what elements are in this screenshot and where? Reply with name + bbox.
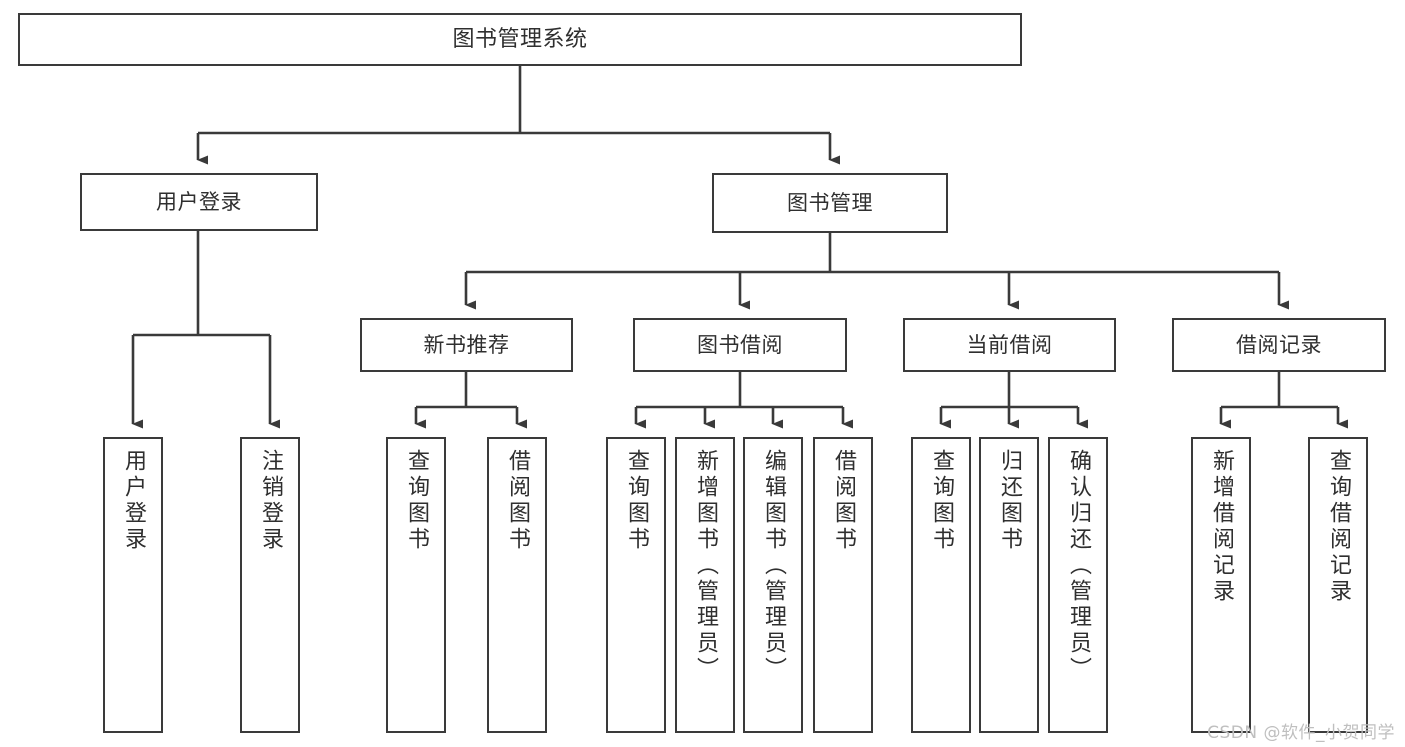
node-leaf-query-book-1[interactable]: 查询图书	[386, 437, 446, 733]
node-leaf-query-record[interactable]: 查询借阅记录	[1308, 437, 1368, 733]
node-current-borrow[interactable]: 当前借阅	[903, 318, 1116, 372]
node-leaf-query-book-3[interactable]: 查询图书	[911, 437, 971, 733]
node-new-book-recommend-label: 新书推荐	[423, 332, 510, 357]
node-book-borrow[interactable]: 图书借阅	[633, 318, 847, 372]
node-leaf-add-record-label: 新增借阅记录	[1209, 449, 1234, 605]
node-leaf-query-book-2-label: 查询图书	[624, 449, 649, 553]
node-borrow-record-label: 借阅记录	[1236, 332, 1322, 357]
node-leaf-logout-login[interactable]: 注销登录	[240, 437, 300, 733]
node-user-login[interactable]: 用户登录	[80, 173, 318, 231]
node-book-borrow-label: 图书借阅	[697, 332, 783, 357]
node-leaf-return-book-label: 归还图书	[997, 449, 1022, 553]
node-leaf-confirm-return-label: 确认归还（管理员）	[1066, 449, 1091, 683]
node-leaf-query-book-2[interactable]: 查询图书	[606, 437, 666, 733]
node-borrow-record[interactable]: 借阅记录	[1172, 318, 1386, 372]
node-leaf-add-book[interactable]: 新增图书（管理员）	[675, 437, 735, 733]
node-leaf-confirm-return[interactable]: 确认归还（管理员）	[1048, 437, 1108, 733]
node-book-manage-label: 图书管理	[787, 190, 873, 215]
node-leaf-edit-book-label: 编辑图书（管理员）	[761, 449, 786, 683]
node-book-manage[interactable]: 图书管理	[712, 173, 948, 233]
node-leaf-add-book-label: 新增图书（管理员）	[693, 449, 718, 683]
node-leaf-borrow-book-1[interactable]: 借阅图书	[487, 437, 547, 733]
node-leaf-user-login[interactable]: 用户登录	[103, 437, 163, 733]
node-user-login-label: 用户登录	[156, 189, 242, 214]
node-root-label: 图书管理系统	[452, 26, 588, 52]
node-leaf-add-record[interactable]: 新增借阅记录	[1191, 437, 1251, 733]
node-current-borrow-label: 当前借阅	[966, 332, 1053, 357]
node-leaf-logout-login-label: 注销登录	[258, 449, 283, 553]
node-leaf-query-book-1-label: 查询图书	[404, 449, 429, 553]
node-leaf-edit-book[interactable]: 编辑图书（管理员）	[743, 437, 803, 733]
node-root[interactable]: 图书管理系统	[18, 13, 1022, 66]
node-leaf-user-login-label: 用户登录	[121, 449, 146, 553]
node-leaf-borrow-book-2-label: 借阅图书	[831, 449, 856, 553]
node-leaf-query-record-label: 查询借阅记录	[1326, 449, 1351, 605]
node-new-book-recommend[interactable]: 新书推荐	[360, 318, 573, 372]
node-leaf-borrow-book-1-label: 借阅图书	[505, 449, 530, 553]
watermark-text: CSDN @软件_小贺同学	[1207, 723, 1395, 743]
node-leaf-query-book-3-label: 查询图书	[929, 449, 954, 553]
node-leaf-return-book[interactable]: 归还图书	[979, 437, 1039, 733]
node-leaf-borrow-book-2[interactable]: 借阅图书	[813, 437, 873, 733]
